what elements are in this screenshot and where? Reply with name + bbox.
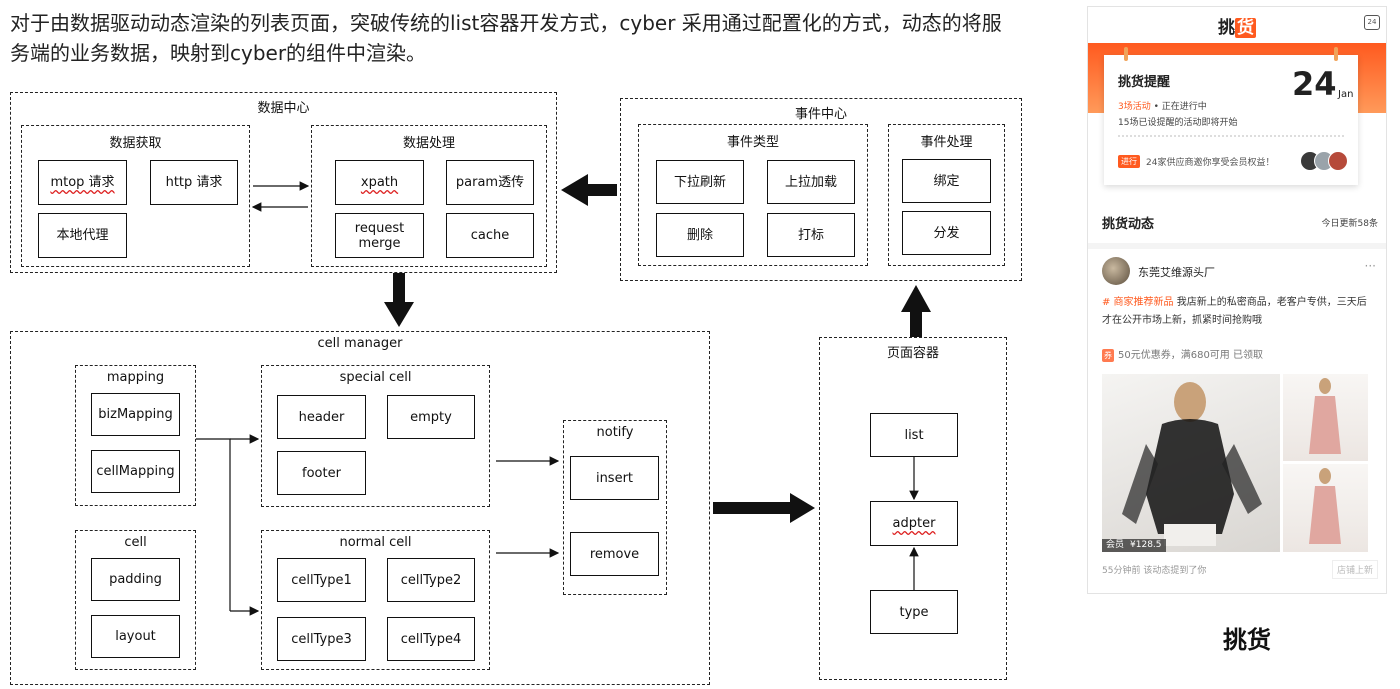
more-icon[interactable]: ··· (1364, 259, 1376, 273)
app-logo: 挑货 (1218, 17, 1256, 38)
cell-group: cell (75, 530, 196, 670)
notify-title: notify (596, 425, 634, 440)
cell-manager-group: cell manager (10, 331, 710, 685)
node-celltype1: cellType1 (277, 558, 366, 602)
special-cell-group: special cell (261, 365, 490, 507)
status-badge: 进行 (1118, 155, 1140, 168)
node-bind: 绑定 (902, 159, 991, 203)
data-center-group: 数据中心 (10, 92, 557, 273)
product-image-thumb-1[interactable] (1283, 374, 1368, 461)
reminder-card[interactable]: 挑货提醒 24 Jan 3场活动 • 正在进行中 15场已设提醒的活动即将开始 … (1104, 47, 1358, 185)
notify-group: notify (563, 420, 667, 595)
arrow-cell-to-page (713, 493, 815, 523)
node-mark: 打标 (767, 213, 855, 257)
mapping-group: mapping (75, 365, 196, 506)
arrow-data-to-cell (384, 273, 414, 327)
node-http: http 请求 (150, 160, 238, 205)
arrow-page-to-event (901, 285, 931, 337)
vip-price-tag: 会员¥128.5 (1102, 539, 1166, 552)
node-dispatch: 分发 (902, 211, 991, 255)
normal-cell-group: normal cell (261, 530, 490, 670)
arrow-event-to-data (561, 174, 617, 206)
product-image-thumb-2[interactable] (1283, 464, 1368, 552)
model-figure (1309, 468, 1341, 544)
avatar (1328, 151, 1348, 171)
normal-cell-title: normal cell (339, 535, 412, 550)
link-mapping-branch (196, 438, 231, 611)
data-center-title: 数据中心 (257, 101, 310, 116)
node-cache: cache (446, 213, 534, 258)
node-pull-refresh: 下拉刷新 (656, 160, 744, 204)
node-celltype4: cellType4 (387, 617, 475, 661)
event-types-title: 事件类型 (726, 135, 779, 150)
model-figure (1309, 378, 1341, 454)
data-process-group: 数据处理 (311, 125, 547, 267)
node-local-proxy: 本地代理 (38, 213, 127, 258)
node-footer: footer (277, 451, 366, 495)
node-param: param透传 (446, 160, 534, 205)
node-insert: insert (570, 456, 659, 500)
mapping-title: mapping (106, 370, 165, 385)
reminder-day: 24 (1292, 65, 1337, 103)
post-text: # 商家推荐新品 我店新上的私密商品，老客户专供，三天后才在公开市场上新，抓紧时… (1102, 297, 1367, 326)
update-count: 今日更新58条 (1321, 219, 1378, 229)
event-types-group: 事件类型 (638, 124, 868, 266)
event-center-group: 事件中心 (620, 98, 1022, 281)
node-empty: empty (387, 395, 475, 439)
node-adpter: adpter (870, 501, 958, 546)
page-container-title: 页面容器 (886, 346, 939, 361)
node-list: list (870, 413, 958, 457)
data-fetch-title: 数据获取 (109, 136, 162, 151)
page-container-group: 页面容器 (819, 337, 1007, 680)
product-image-main[interactable] (1102, 374, 1280, 552)
shop-new-button[interactable]: 店铺上新 (1331, 560, 1378, 579)
node-type: type (870, 590, 958, 634)
pin-right-icon (1334, 47, 1338, 61)
node-remove: remove (570, 532, 659, 576)
node-load-more: 上拉加载 (767, 160, 855, 204)
phone-mockup: 挑货 24 挑货提醒 24 Jan 3场活动 • 正在进行中 15场已设提醒的活… (1087, 6, 1387, 594)
shop-name[interactable]: 东莞艾维源头厂 (1138, 266, 1215, 279)
node-header: header (277, 395, 366, 439)
pin-left-icon (1124, 47, 1128, 61)
data-process-title: 数据处理 (402, 136, 455, 151)
reminder-title: 挑货提醒 (1118, 75, 1171, 90)
phone-caption: 挑货 (1223, 626, 1271, 654)
divider (1118, 135, 1344, 141)
model-figure (1122, 382, 1262, 546)
supplier-invite-text: 24家供应商邀你享受会员权益！ (1146, 158, 1275, 168)
reminder-month: Jan (1338, 89, 1354, 100)
section-title: 挑货动态 (1102, 217, 1155, 232)
intro-text: 对于由数据驱动动态渲染的列表页面，突破传统的list容器开发方式，cyber 采… (10, 11, 1002, 65)
node-padding: padding (91, 558, 180, 601)
reminder-upcoming-line: 15场已设提醒的活动即将开始 (1118, 118, 1238, 128)
app-header: 挑货 24 (1088, 7, 1386, 43)
node-celltype2: cellType2 (387, 558, 475, 602)
data-fetch-group: 数据获取 (21, 125, 250, 267)
cell-manager-title: cell manager (317, 336, 403, 351)
event-handle-group: 事件处理 (888, 124, 1005, 266)
event-handle-title: 事件处理 (920, 135, 973, 150)
post-meta: 55分钟前 该动态提到了你 (1102, 566, 1207, 576)
node-delete: 删除 (656, 213, 744, 257)
node-xpath: xpath (335, 160, 424, 205)
cell-title: cell (124, 535, 147, 550)
divider (1088, 243, 1386, 249)
node-request-merge: request merge (335, 213, 424, 258)
reminder-active-line: 3场活动 • 正在进行中 (1118, 102, 1207, 112)
node-cell-mapping: cellMapping (91, 450, 180, 493)
node-biz-mapping: bizMapping (91, 393, 180, 436)
node-celltype3: cellType3 (277, 617, 366, 661)
shop-avatar[interactable] (1102, 257, 1130, 285)
node-layout: layout (91, 615, 180, 658)
calendar-icon[interactable]: 24 (1364, 15, 1380, 30)
event-center-title: 事件中心 (794, 107, 847, 122)
special-cell-title: special cell (339, 370, 412, 385)
node-mtop: mtop 请求 (38, 160, 127, 205)
